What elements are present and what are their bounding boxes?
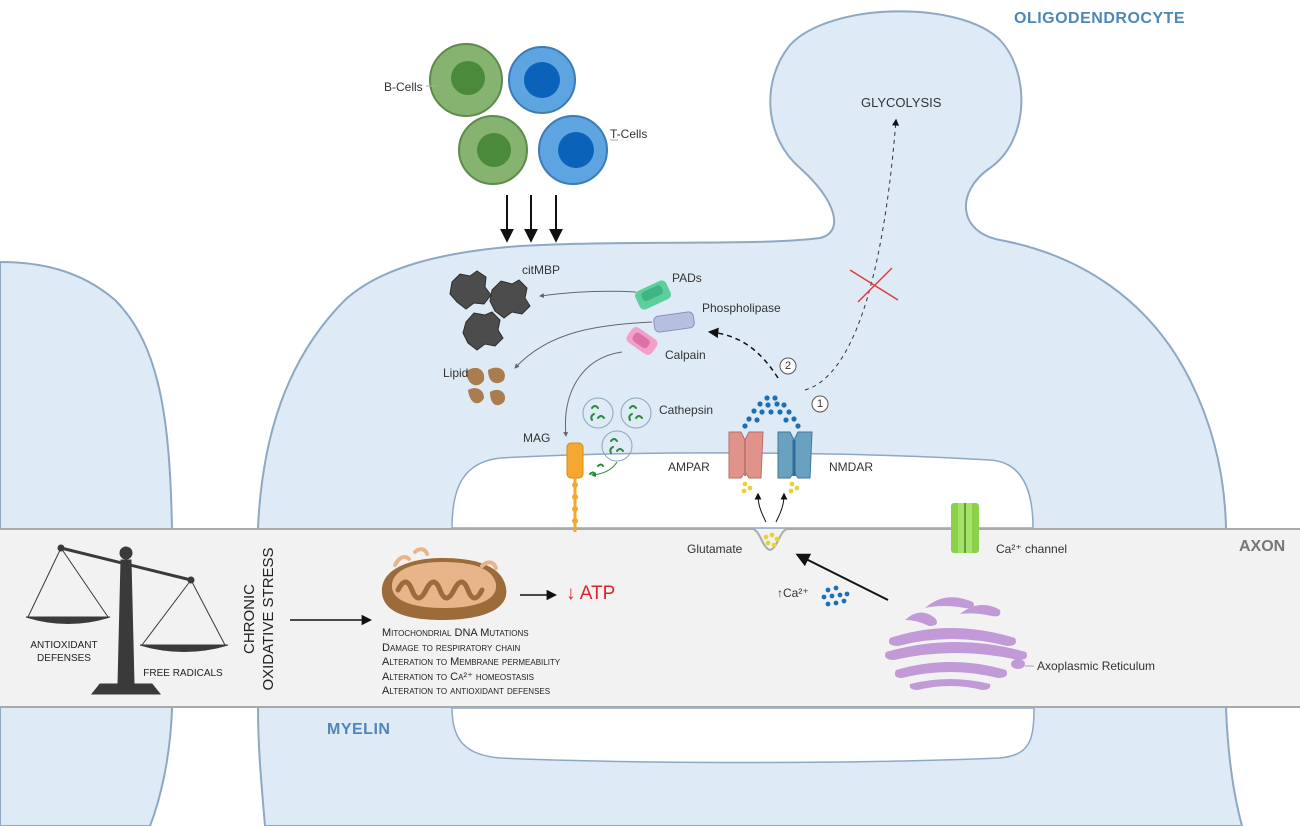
lower-space [451,707,1035,764]
step-1-marker [811,395,829,413]
effect-item: Alteration to Ca²⁺ homeostasis [382,670,535,683]
cathepsin-arrow [591,461,618,478]
t-cell-bottom [538,115,608,185]
balance-scale-icon [25,544,229,695]
ca-channel-label: Ca²⁺ channel [996,542,1068,556]
chronic-stress-label: CHRONIC OXIDATIVE STRESS [240,539,278,699]
glycolysis-label: GLYCOLYSIS [861,95,942,110]
lipid-droplets [466,367,506,406]
phospholipase-label: Phospholipase [702,301,781,315]
effect-item: Damage to respiratory chain [382,641,521,654]
antioxidant-defenses-label: ANTIOXIDANT DEFENSES [20,639,108,665]
calcium-ions-axon [821,585,850,607]
axoplasmic-reticulum-label: Axoplasmic Reticulum [1037,659,1156,673]
mag-label: MAG [523,431,551,445]
step2-dashed-arrow [707,327,779,379]
pads-label: PADs [672,271,702,285]
axon-top-membrane [0,528,1300,552]
step-2-label: 2 [785,360,792,372]
glutamate-molecules [741,481,800,548]
calpain-to-mag-arrow [563,351,623,437]
b-cell-top [429,43,503,117]
free-radicals-label: FREE RADICALS [143,668,223,679]
calcium-ions-cell [742,395,801,429]
blocked-cross-icon [849,267,899,303]
step-1-label: 1 [817,398,824,410]
myelin-title: MYELIN [327,721,391,738]
ampar-receptor [728,431,764,479]
citmbp-aggregates [449,270,531,351]
citmbp-label: citMBP [522,263,561,277]
ampar-label: AMPAR [668,460,710,474]
ca-channel [951,503,979,553]
glutamate-label: Glutamate [687,542,743,556]
ca-increase-label: ↑Ca²⁺ [777,586,809,600]
pads-to-citmbp-arrow [539,290,637,298]
phospholipase-enzyme [653,311,695,333]
calpain-enzyme [626,326,658,356]
b-cells-label: B-Cells [384,80,423,94]
nmdar-label: NMDAR [829,460,873,474]
b-cell-bottom [458,115,528,185]
oligodendrocyte-title: OLIGODENDROCYTE [1014,10,1186,27]
axon-band [0,529,1300,707]
calpain-to-lipid-arrow [514,321,653,369]
pads-enzyme [635,280,671,310]
lipid-label: Lipid [443,366,469,380]
glutamate-to-ampar-arrow [754,492,767,523]
effect-item: Mitochondrial DNA Mutations [382,627,529,639]
nmdar-receptor [777,431,813,479]
t-cells-label: T-Cells [610,127,648,141]
glutamate-to-nmdar-arrow [775,492,788,523]
chronic-line-2: OXIDATIVE STRESS [260,547,277,691]
axon-title: AXON [1239,538,1286,555]
mitochondrion [381,547,507,620]
cathepsin-label: Cathepsin [659,403,714,417]
antioxidant-line-2: DEFENSES [37,653,91,664]
t-cell-top [508,46,576,114]
antioxidant-line-1: ANTIOXIDANT [30,640,98,651]
calpain-label: Calpain [665,348,706,362]
axoplasmic-reticulum [885,597,1027,690]
mitochondrial-effects-list: Mitochondrial DNA Mutations Damage to re… [382,626,560,699]
mag-protein [566,442,584,532]
atp-decrease-label: ↓ ATP [566,583,616,604]
reticulum-to-glutamate-arrow [795,553,889,601]
glycolysis-dashed-arrow [804,118,900,391]
step-2-marker [779,357,797,375]
chronic-line-1: CHRONIC [241,584,258,654]
effect-item: Alteration to antioxidant defenses [382,685,551,698]
effect-item: Alteration to Membrane permeability [382,656,561,669]
